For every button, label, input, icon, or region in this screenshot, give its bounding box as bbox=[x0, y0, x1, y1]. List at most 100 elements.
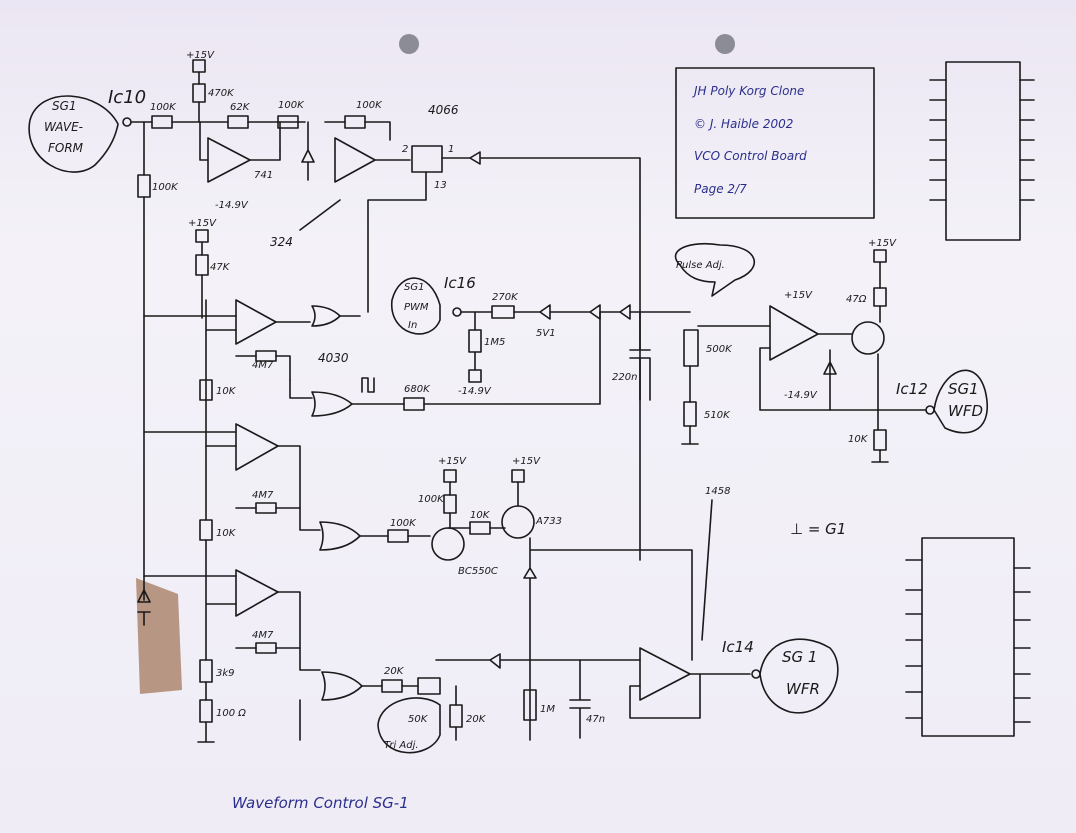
svg-text:4M7: 4M7 bbox=[252, 490, 274, 501]
title-line2: © J. Haible 2002 bbox=[694, 117, 793, 131]
svg-text:SG1: SG1 bbox=[404, 282, 424, 293]
xor-gate-b bbox=[311, 391, 353, 417]
bubble-wfr bbox=[759, 638, 839, 714]
diode-a bbox=[301, 121, 315, 181]
title-line3: VCO Control Board bbox=[694, 149, 807, 163]
svg-text:+15V: +15V bbox=[438, 456, 467, 467]
lbl-1458: 1458 bbox=[705, 486, 730, 497]
svg-text:13: 13 bbox=[434, 180, 447, 191]
r-100k-left bbox=[137, 174, 151, 198]
svg-text:1: 1 bbox=[448, 144, 454, 155]
opamp-out bbox=[769, 305, 819, 361]
xor-gate-d bbox=[321, 671, 363, 701]
pin-diagram-top bbox=[945, 61, 1021, 241]
r-100k-c bbox=[344, 115, 366, 129]
lbl-100k-left: 100K bbox=[152, 182, 179, 193]
opamp-741 bbox=[207, 137, 251, 183]
supply-box-a bbox=[192, 59, 206, 73]
r-100k-b bbox=[277, 115, 299, 129]
binder-hole-left bbox=[399, 34, 419, 54]
svg-text:20K: 20K bbox=[466, 714, 487, 725]
svg-text:SG 1: SG 1 bbox=[782, 648, 817, 666]
wire-pwm bbox=[460, 304, 691, 320]
svg-text:+15V: +15V bbox=[188, 218, 217, 229]
ground-note: ⊥ = G1 bbox=[790, 520, 846, 538]
bubble-pwm bbox=[391, 277, 441, 335]
lbl-4066: 4066 bbox=[428, 103, 459, 117]
lbl-62k: 62K bbox=[230, 102, 251, 113]
lbl-100k-c: 100K bbox=[356, 100, 383, 111]
svg-text:+15V: +15V bbox=[512, 456, 541, 467]
ic10-label: Ic10 bbox=[108, 87, 146, 108]
svg-text:In: In bbox=[408, 320, 417, 331]
svg-text:47Ω: 47Ω bbox=[846, 294, 867, 305]
svg-text:680K: 680K bbox=[404, 384, 431, 395]
wire-4066-out bbox=[441, 151, 641, 561]
lbl-p15-a: +15V bbox=[186, 50, 215, 61]
svg-text:A733: A733 bbox=[535, 516, 562, 527]
lbl-100k-a: 100K bbox=[150, 102, 177, 113]
xor-gate-c bbox=[319, 521, 361, 551]
svg-text:510K: 510K bbox=[704, 410, 731, 421]
svg-text:270K: 270K bbox=[492, 292, 519, 303]
r-47k bbox=[195, 254, 209, 276]
svg-text:500K: 500K bbox=[706, 344, 733, 355]
lbl-100k-b: 100K bbox=[278, 100, 305, 111]
opamp-stage2 bbox=[334, 137, 376, 183]
svg-text:1M: 1M bbox=[540, 704, 555, 715]
waveform-l3: FORM bbox=[48, 141, 84, 155]
svg-text:220n: 220n bbox=[612, 372, 637, 383]
lbl-n149-a: -14.9V bbox=[215, 200, 249, 211]
svg-text:10K: 10K bbox=[216, 528, 237, 539]
svg-text:4M7: 4M7 bbox=[252, 360, 274, 371]
trimmer-50k bbox=[417, 677, 441, 695]
svg-text:WFR: WFR bbox=[786, 680, 820, 698]
r-680k bbox=[403, 397, 425, 411]
comparator-1 bbox=[235, 299, 277, 345]
r-270k bbox=[491, 305, 515, 319]
svg-text:100 Ω: 100 Ω bbox=[216, 708, 246, 719]
lbl-4030: 4030 bbox=[318, 351, 349, 365]
svg-text:+15V: +15V bbox=[868, 238, 897, 249]
tri-adj-label: Tri Adj. bbox=[384, 740, 419, 751]
bubble-waveform bbox=[28, 95, 119, 173]
bubble-tri-adj bbox=[377, 697, 441, 754]
svg-text:47K: 47K bbox=[210, 262, 231, 273]
lbl-324: 324 bbox=[270, 235, 293, 249]
lbl-470k: 470K bbox=[208, 88, 235, 99]
stain bbox=[136, 578, 182, 694]
waveform-l2: WAVE- bbox=[44, 120, 83, 134]
pulse-adj-label: Pulse Adj. bbox=[676, 260, 725, 271]
svg-text:47n: 47n bbox=[586, 714, 605, 725]
ic14-label: Ic14 bbox=[722, 638, 754, 656]
pin-diagram-bottom bbox=[921, 537, 1015, 737]
title-line1: JH Poly Korg Clone bbox=[692, 84, 804, 98]
lbl-741: 741 bbox=[254, 170, 273, 181]
ic16-label: Ic16 bbox=[444, 274, 476, 292]
svg-text:PWM: PWM bbox=[404, 302, 429, 313]
svg-text:SG1: SG1 bbox=[948, 380, 979, 398]
svg-text:3k9: 3k9 bbox=[216, 668, 235, 679]
r-62k bbox=[227, 115, 249, 129]
wire-input bbox=[130, 121, 209, 161]
transistor-a733 bbox=[501, 505, 535, 539]
bubble-pulse-adj bbox=[674, 242, 755, 297]
title-box bbox=[675, 67, 875, 219]
input-terminal bbox=[122, 117, 132, 127]
bubble-wfd bbox=[933, 369, 988, 434]
svg-text:100K: 100K bbox=[418, 494, 445, 505]
comparator-3 bbox=[235, 569, 279, 617]
svg-text:20K: 20K bbox=[384, 666, 405, 677]
switch-4066 bbox=[411, 145, 443, 173]
opamp-1458 bbox=[639, 647, 691, 701]
svg-text:WFD: WFD bbox=[948, 402, 983, 420]
title-line4: Page 2/7 bbox=[694, 182, 747, 196]
svg-text:5V1: 5V1 bbox=[536, 328, 556, 339]
transistor-out bbox=[851, 321, 885, 355]
svg-text:100K: 100K bbox=[390, 518, 417, 529]
svg-text:10K: 10K bbox=[470, 510, 491, 521]
svg-text:2: 2 bbox=[402, 144, 408, 155]
r-1m5 bbox=[468, 329, 482, 353]
